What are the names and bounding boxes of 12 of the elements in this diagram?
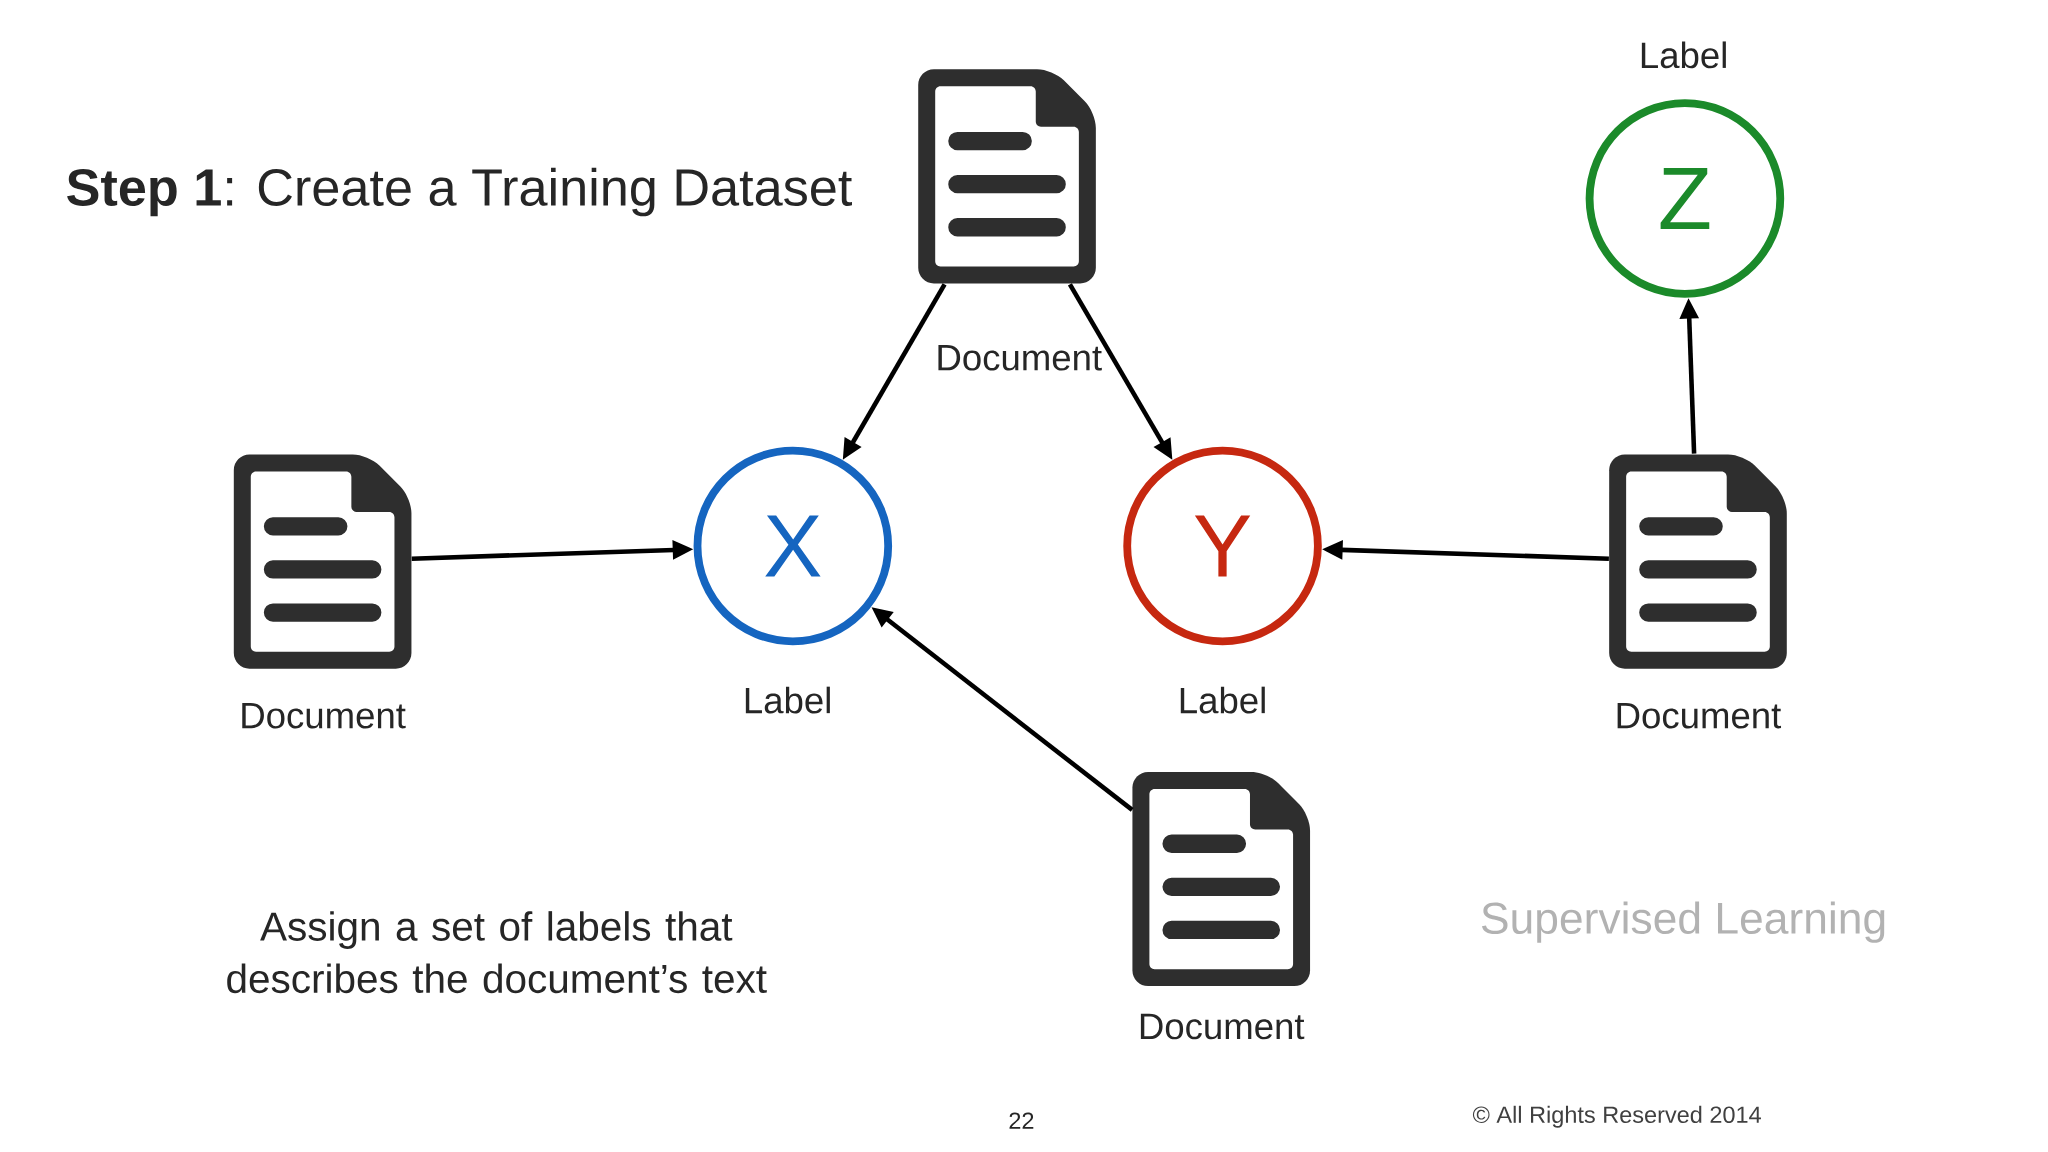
node-caption: Document — [1617, 703, 1781, 729]
node-caption: Label — [1641, 41, 1726, 69]
node-caption: Label — [1180, 686, 1265, 714]
node-caption: Label — [745, 686, 830, 714]
copyright-text: © All Rights Reserved 2014 — [1472, 1105, 1761, 1128]
title: Step 1: Create a Training Dataset — [67, 167, 852, 217]
node-caption: Document — [1140, 1013, 1305, 1040]
note-text: Assign a set of labels that describes the document’s text — [227, 911, 767, 994]
node-caption: Document — [242, 703, 406, 729]
node-caption: Document — [938, 345, 1102, 371]
subtitle-text: Supervised Learning — [1481, 901, 1885, 943]
page-number: 22 — [1009, 1112, 1034, 1129]
